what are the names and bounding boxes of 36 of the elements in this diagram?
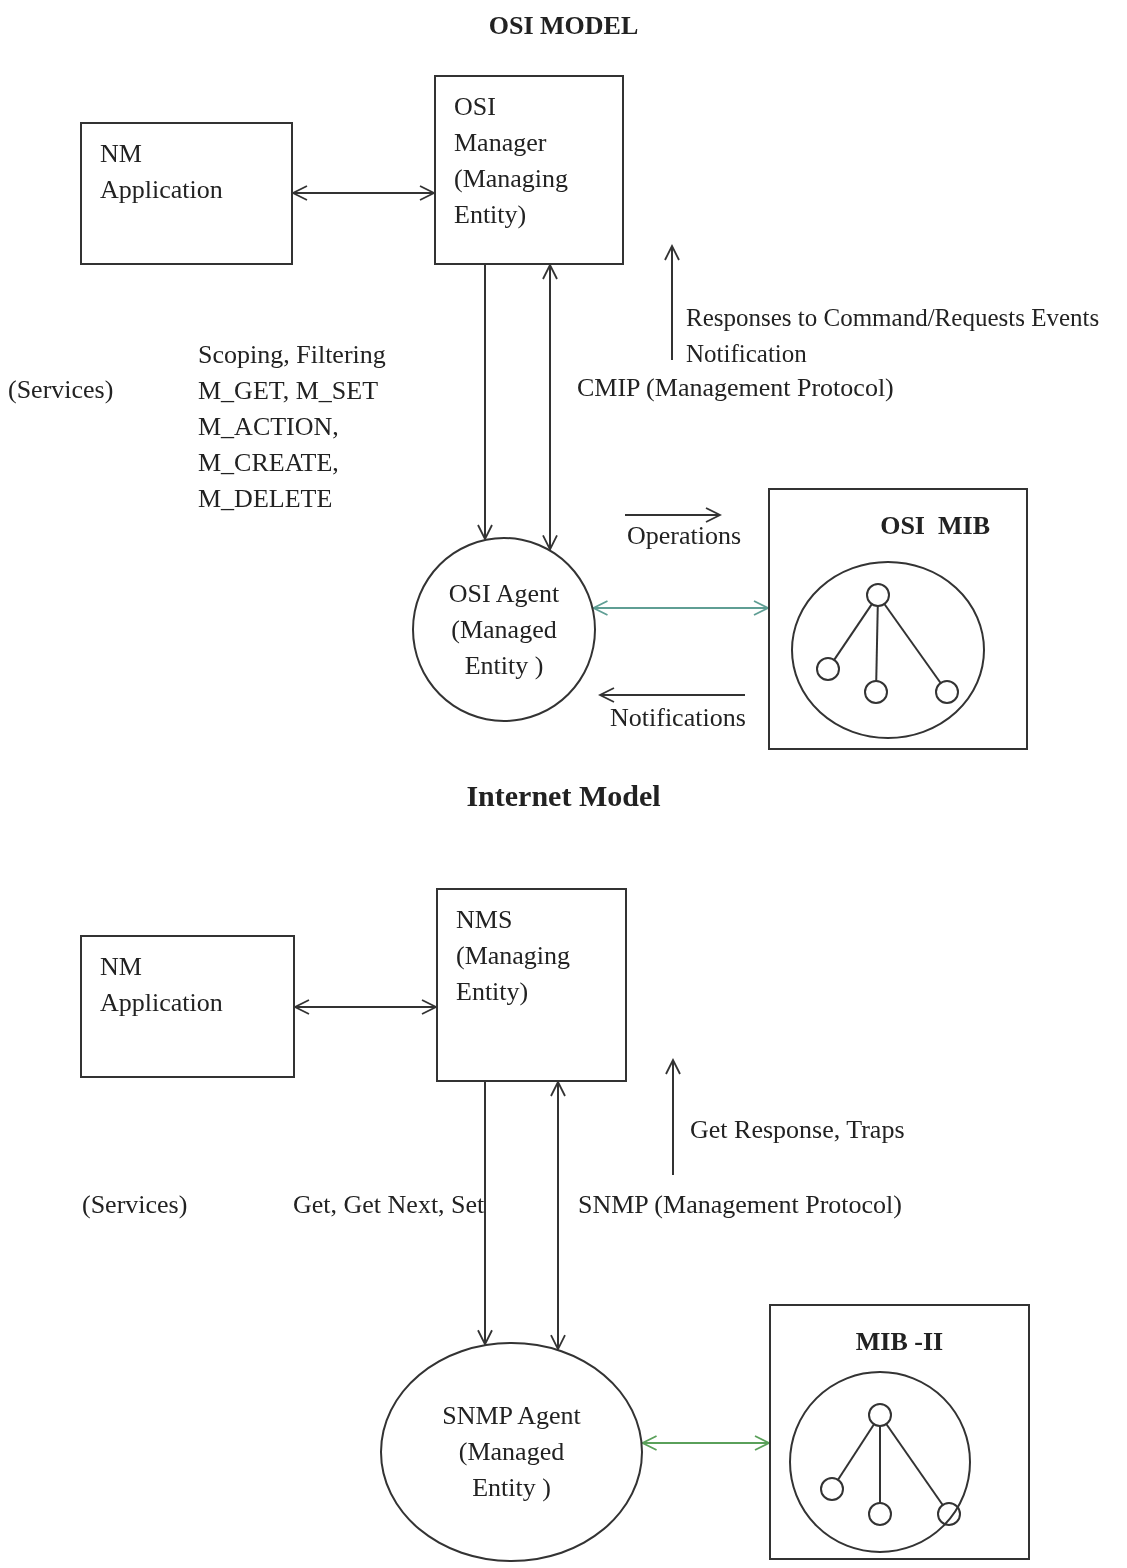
arrow <box>477 264 493 540</box>
mib-box <box>768 488 1028 750</box>
entity-ellipse <box>412 537 596 722</box>
node-text: SNMP Agent (Managed Entity ) <box>441 1400 582 1504</box>
arrow <box>477 1081 493 1346</box>
annotation-text: (Services) <box>8 374 114 406</box>
double-arrow <box>542 264 558 551</box>
annotation-text: CMIP (Management Protocol) <box>577 372 894 404</box>
annotation-text: SNMP (Management Protocol) <box>578 1189 902 1221</box>
annotation-text: Scoping, Filtering M_GET, M_SET M_ACTION, M_CREATE, M_DELETE <box>198 339 387 515</box>
annotation-text: Operations <box>627 520 742 552</box>
section-heading: OSI MODEL <box>488 10 639 42</box>
annotation-text: Responses to Command/Requests Events Notification <box>686 303 1101 369</box>
entity-ellipse <box>380 1342 643 1562</box>
double-arrow <box>550 1081 566 1351</box>
process-box <box>434 75 624 265</box>
process-box <box>80 935 295 1078</box>
node-text: OSI Manager (Managing Entity) <box>454 91 570 231</box>
process-box <box>436 888 627 1082</box>
node-text: NM Application <box>100 138 224 206</box>
node-text: OSI Agent (Managed Entity ) <box>447 577 561 682</box>
double-arrow <box>294 999 437 1015</box>
annotation-text: Get, Get Next, Set <box>293 1189 486 1221</box>
section-heading: Internet Model <box>466 778 661 814</box>
double-arrow <box>592 600 769 616</box>
double-arrow <box>641 1435 770 1451</box>
annotation-text: Notifications <box>610 702 746 734</box>
node-text: NMS (Managing Entity) <box>456 904 572 1008</box>
mib-box <box>769 1304 1030 1560</box>
annotation-text: (Services) <box>82 1189 188 1221</box>
node-text: NM Application <box>100 951 224 1019</box>
double-arrow <box>292 185 435 201</box>
annotation-text: Get Response, Traps <box>690 1114 905 1146</box>
box-heading: OSI MIB <box>880 510 990 542</box>
process-box <box>80 122 293 265</box>
box-heading: MIB -II <box>855 1326 944 1358</box>
